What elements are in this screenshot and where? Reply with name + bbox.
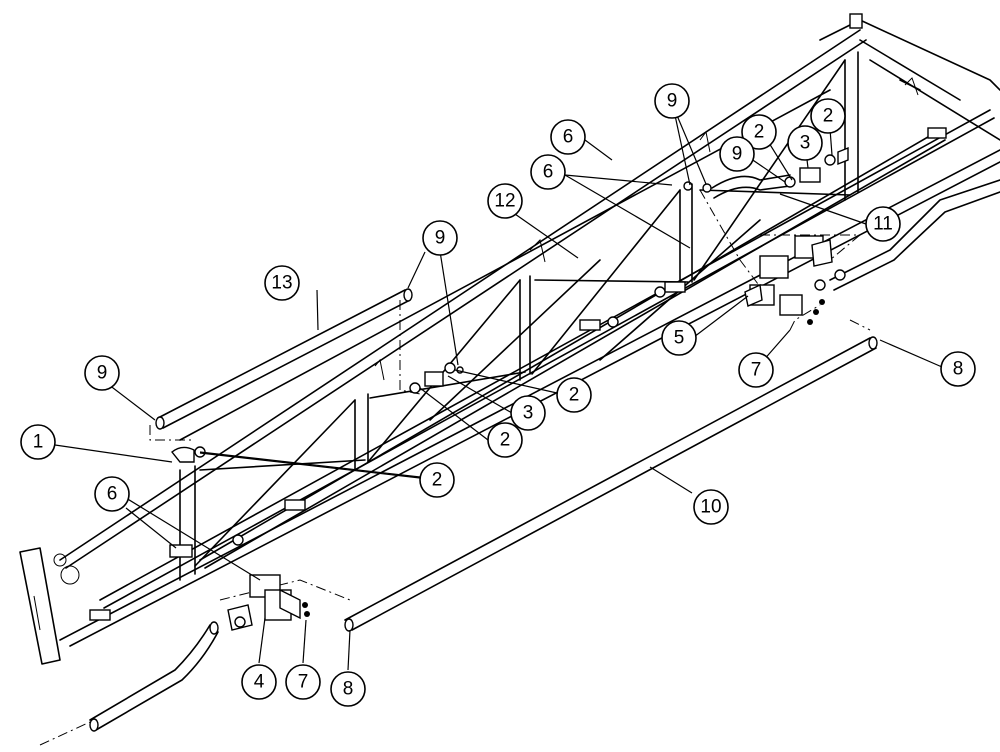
svg-text:6: 6 [107, 484, 118, 505]
callout-1: 1 [20, 424, 56, 460]
svg-text:2: 2 [569, 385, 580, 406]
svg-text:9: 9 [667, 91, 678, 112]
hose-parts [89, 174, 1000, 732]
callout-8: 8 [330, 671, 366, 707]
svg-text:2: 2 [432, 470, 443, 491]
callout-9: 9 [654, 83, 690, 119]
callout-7: 7 [738, 352, 774, 388]
callout-10: 10 [693, 489, 729, 525]
callout-3: 3 [510, 395, 546, 431]
svg-text:2: 2 [754, 122, 765, 143]
callout-5: 5 [661, 320, 697, 356]
svg-text:11: 11 [873, 214, 893, 235]
svg-text:8: 8 [953, 359, 964, 380]
svg-text:13: 13 [271, 273, 292, 294]
callout-6: 6 [530, 154, 566, 190]
svg-text:6: 6 [563, 127, 574, 148]
callout-9: 9 [719, 136, 755, 172]
callout-6: 6 [550, 119, 586, 155]
valve-assemblies [171, 146, 849, 631]
svg-text:4: 4 [254, 672, 265, 693]
svg-text:2: 2 [500, 430, 511, 451]
callout-9: 9 [84, 355, 120, 391]
callout-13: 13 [264, 265, 300, 301]
callout-bubbles: 1 2 2 2 2 2 3 3 4 5 6 6 6 7 7 8 8 9 9 9 … [20, 83, 976, 707]
svg-text:6: 6 [543, 162, 554, 183]
svg-text:9: 9 [97, 363, 108, 384]
svg-text:12: 12 [494, 191, 515, 212]
callout-2: 2 [810, 98, 846, 134]
svg-text:9: 9 [435, 228, 446, 249]
svg-text:7: 7 [298, 672, 309, 693]
svg-text:2: 2 [823, 106, 834, 127]
svg-text:1: 1 [33, 432, 44, 453]
svg-text:5: 5 [674, 328, 685, 349]
callout-4: 4 [241, 664, 277, 700]
callout-12: 12 [487, 183, 523, 219]
svg-text:3: 3 [523, 403, 534, 424]
svg-text:3: 3 [800, 133, 811, 154]
callout-2: 2 [487, 422, 523, 458]
boom-truss-frame [19, 13, 1000, 665]
svg-text:10: 10 [700, 497, 721, 518]
callout-3: 3 [787, 125, 823, 161]
callout-8: 8 [940, 351, 976, 387]
callout-6: 6 [94, 476, 130, 512]
callout-2: 2 [419, 462, 455, 498]
centerlines [39, 189, 871, 746]
callout-9: 9 [422, 220, 458, 256]
svg-text:9: 9 [732, 144, 743, 165]
callout-11: 11 [865, 206, 901, 242]
svg-text:8: 8 [343, 679, 354, 700]
callout-2: 2 [741, 114, 777, 150]
svg-text:7: 7 [751, 360, 762, 381]
callout-7: 7 [285, 664, 321, 700]
callout-2: 2 [556, 377, 592, 413]
